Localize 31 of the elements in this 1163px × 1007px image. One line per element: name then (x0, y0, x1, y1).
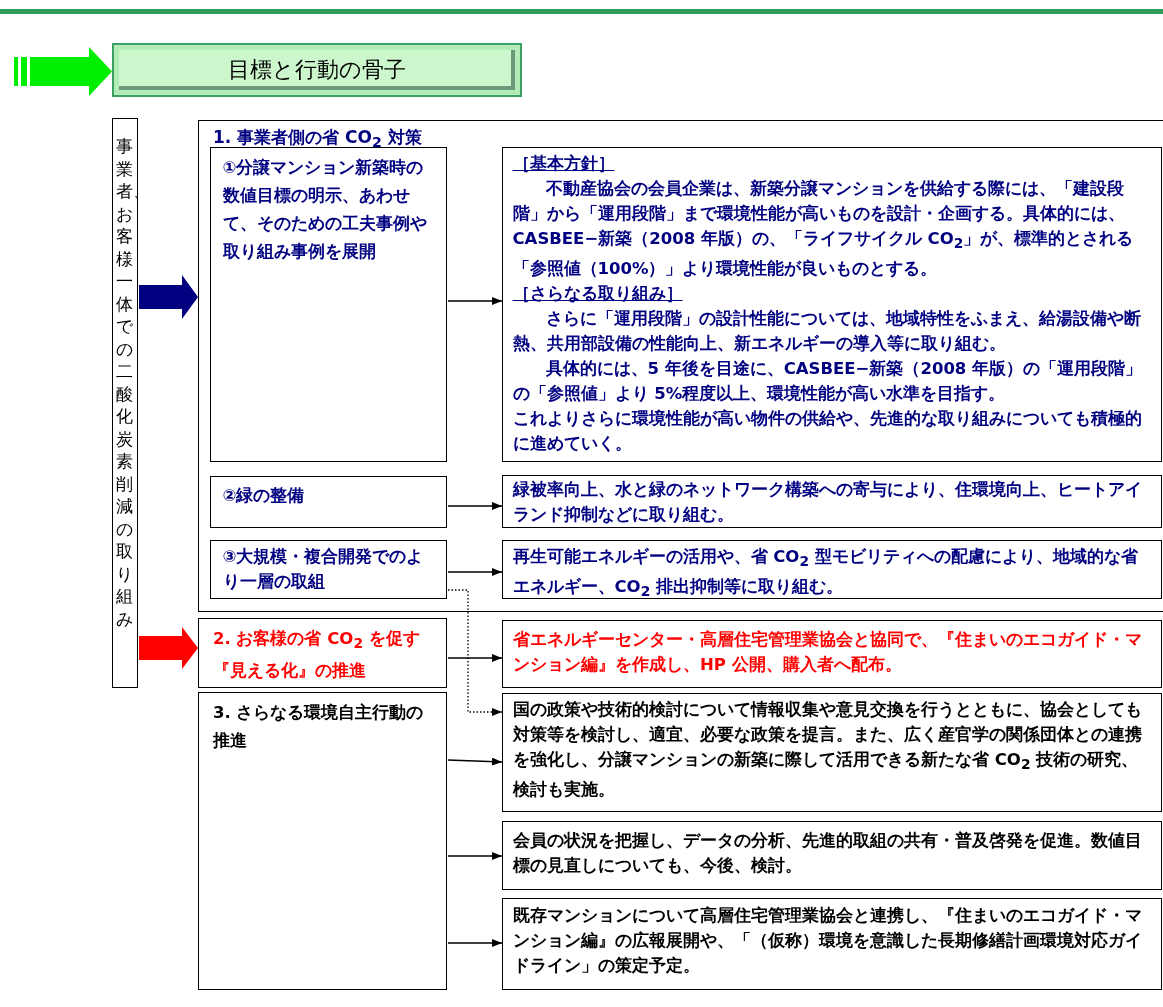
arrow (447, 852, 503, 860)
arrow (447, 568, 503, 576)
item-box: ②緑の整備 (209, 475, 447, 528)
item-box: 2. お客様の省 CO$_{2}$ を促す『見える化』の推進 (198, 618, 447, 688)
description-box: 国の政策や技術的検討について情報収集や意見交換を行うとともに、協会としても対策等を検討し、適宜、必要な政策を提言。また、広く産官学の関係団体との連携を強化し、分譲マンションの新築に際して活用できる新たな省 CO$_{2}$ 技術の研究、検討も実施。 (502, 693, 1162, 812)
block-arrow (14, 47, 112, 96)
arrow (447, 757, 503, 766)
arrow (447, 939, 503, 947)
description-box: 再生可能エネルギーの活用や、省 CO$_{2}$ 型モビリティへの配慮により、地域的な省エネルギー、CO$_{2}$ 排出抑制等に取り組む。 (501, 539, 1162, 599)
description-box: 既存マンションについて高層住宅管理業協会と連携し、『住まいのエコガイド・マンション編』の広報展開や、「（仮称）環境を意識した長期修繕計画環境対応ガイドライン」の策定予定。 (502, 898, 1162, 990)
dotted-arrow (447, 589, 503, 716)
paragraph: さらに「運用段階」の設計性能については、地域特性をふまえ、給湯設備や断熱、共用部設備の性能向上、新エネルギーの導入等に取り組む。 (512, 307, 1142, 355)
description-box: 省エネルギーセンター・高層住宅管理業協会と協同で、『住まいのエコガイド・マンション編』を作成し、HP 公開、購入者へ配布。 (502, 620, 1162, 688)
item-box: ①分譲マンション新築時の数値目標の明示、あわせて、そのための工夫事例や取り組み事例を展開 (209, 146, 447, 462)
block-arrow (139, 627, 198, 669)
block-arrow (139, 275, 198, 319)
title-box: 目標と行動の骨子 (112, 43, 522, 97)
description-box: 会員の状況を把握し、データの分析、先進的取組の共有・普及啓発を促進。数値目標の見直しについても、今後、検討。 (502, 821, 1162, 890)
paragraph: 具体的には、5 年後を目途に、CASBEE−新築（2008 年版）の「運用段階」の「参照値」より 5%程度以上、環境性能が高い水準を目指す。 (512, 357, 1144, 405)
section-heading: ［基本方針］ (512, 152, 615, 175)
item-box: ③大規模・複合開発でのより一層の取組 (209, 539, 447, 599)
section-box (198, 120, 1163, 612)
item-box: 3. さらなる環境自主行動の推進 (198, 692, 447, 990)
section-heading: ［さらなる取り組み］ (512, 282, 683, 305)
arrow (447, 654, 503, 662)
arrow (447, 297, 503, 305)
description-box: 緑被率向上、水と緑のネットワーク構築への寄与により、住環境向上、ヒートアイランド抑制などに取り組む。 (501, 474, 1162, 528)
paragraph: これよりさらに環境性能が高い物件の供給や、先進的な取り組みについても積極的に進めていく。 (512, 407, 1143, 455)
description-box (501, 146, 1162, 462)
paragraph: 不動産協会の会員企業は、新築分譲マンションを供給する際には、「建設段階」から「運用段階」まで環境性能が高いものを設計・企画する。具体的には、CASBEE−新築（2008 年版）の、「ライフサイクル CO$_{2}$」が、標準的とされる「参照値（100%）」より環境性能が良いものとする。 (512, 177, 1135, 280)
arrow (447, 502, 503, 510)
